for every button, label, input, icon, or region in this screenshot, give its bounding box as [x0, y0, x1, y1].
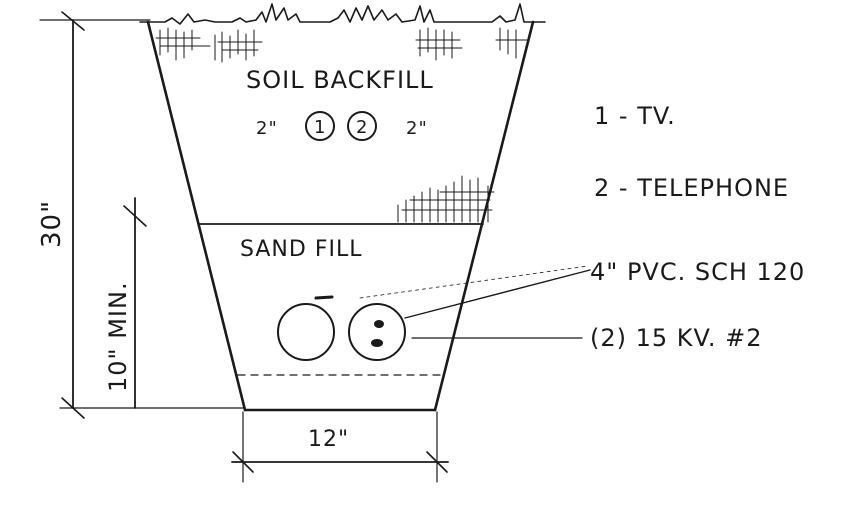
cable-note: (2) 15 KV. #2 — [590, 324, 763, 352]
leader-lines — [359, 265, 591, 339]
small-conduits: 2" 1 2 2" — [256, 111, 428, 141]
min-dimension-label: 10" MIN. — [104, 281, 132, 392]
trench-left-wall — [146, 20, 247, 412]
ground-surface-grass — [139, 3, 546, 223]
legend-notes: 1 - TV. 2 - TELEPHONE 4" PVC. SCH 120 (2… — [590, 102, 805, 352]
sand-fill-label: SAND FILL — [240, 237, 362, 262]
pvc-conduit-mark — [314, 295, 334, 300]
cable-conductor-dot-top — [374, 320, 384, 328]
depth-dimension-top-tick — [61, 11, 85, 31]
width-dimension-right-tick — [426, 451, 448, 473]
conduit-2-circle — [347, 111, 377, 141]
pvc-note: 4" PVC. SCH 120 — [590, 258, 805, 286]
trench-right-wall — [433, 20, 535, 412]
width-dimension: 12" — [231, 411, 449, 483]
pvc-conduit-empty-circle — [277, 303, 335, 361]
depth-dimension-label: 30" — [37, 200, 67, 248]
pvc-leader-line-faint — [359, 265, 589, 299]
conduit-2-label: 2 — [356, 117, 368, 138]
legend-item-1: 1 - TV. — [594, 102, 676, 130]
pvc-leader-line — [404, 269, 591, 319]
pvc-conduit-cable-circle — [348, 303, 406, 361]
width-dimension-left-tick — [232, 451, 254, 473]
cable-conductor-dot-bottom — [371, 339, 383, 347]
min-dimension-top-tick — [123, 205, 147, 227]
depth-dimension: 30" — [37, 11, 246, 419]
conduit-1-label: 1 — [314, 117, 326, 138]
conduit-size-right-label: 2" — [406, 118, 428, 139]
trench-outline — [146, 20, 535, 412]
pvc-conduits — [277, 295, 406, 361]
min-dimension: 10" MIN. — [104, 197, 147, 409]
conduit-1-circle — [305, 111, 335, 141]
soil-backfill-label: SOIL BACKFILL — [246, 66, 434, 94]
conduit-size-left-label: 2" — [256, 118, 278, 139]
legend-item-2: 2 - TELEPHONE — [594, 174, 789, 202]
depth-dimension-bottom-tick — [61, 397, 85, 419]
width-dimension-label: 12" — [308, 427, 349, 452]
